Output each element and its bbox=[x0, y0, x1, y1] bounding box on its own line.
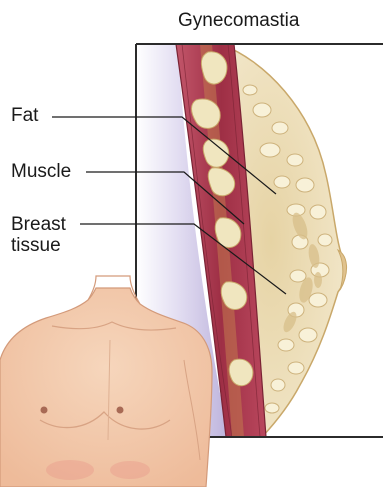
label-breast-tissue-line-2: tissue bbox=[11, 235, 66, 256]
abdomen-shade bbox=[46, 460, 94, 480]
torso-nipple-right bbox=[117, 407, 124, 414]
label-fat: Fat bbox=[11, 105, 38, 126]
label-muscle: Muscle bbox=[11, 161, 71, 182]
abdomen-shade-2 bbox=[110, 461, 150, 479]
diagram-title: Gynecomastia bbox=[178, 10, 299, 31]
label-breast-tissue-line-1: Breast bbox=[11, 214, 66, 235]
label-breast-tissue: Breast tissue bbox=[11, 214, 66, 256]
torso-nipple-left bbox=[41, 407, 48, 414]
